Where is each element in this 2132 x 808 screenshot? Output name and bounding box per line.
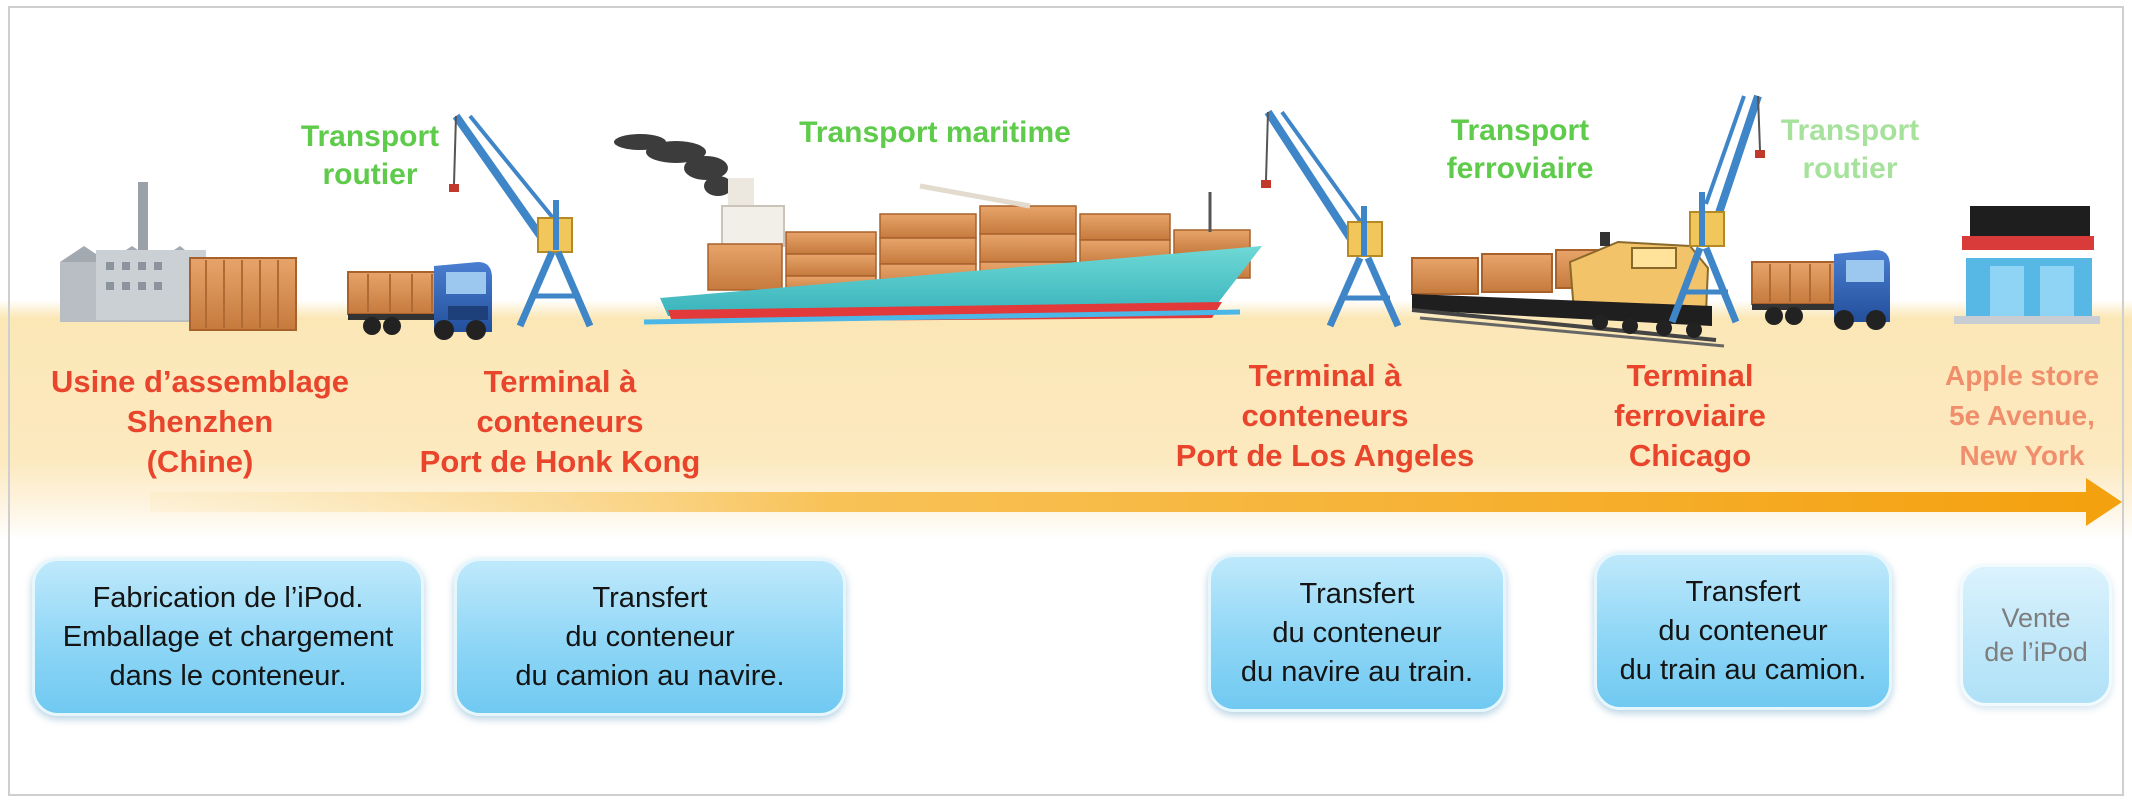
- step-box-truck-to-ship: Transfert du conteneur du camion au navi…: [454, 558, 846, 716]
- freight-train-icon: [1411, 232, 1725, 348]
- place-label-chicago: Terminal ferroviaire Chicago: [1614, 358, 1766, 473]
- factory-icon: [60, 182, 297, 331]
- step-box-fabrication: Fabrication de l’iPod. Emballage et char…: [32, 558, 424, 716]
- transport-label-rail: Transport ferroviaire: [1446, 114, 1594, 185]
- place-label-los-angeles: Terminal à conteneurs Port de Los Angele…: [1175, 358, 1475, 473]
- crane-icon: [1668, 94, 1765, 324]
- smoke-icon: [614, 134, 732, 196]
- place-label-new-york: Apple store 5e Avenue, New York: [1944, 360, 2100, 471]
- step-box-sale: Vente de l’iPod: [1960, 564, 2112, 706]
- crane-icon: [449, 113, 594, 328]
- transport-label-road-2: Transport routier: [1780, 114, 1920, 185]
- place-label-shenzhen: Usine d’assemblage Shenzhen (Chine): [50, 364, 350, 479]
- truck-icon: [1751, 250, 1890, 330]
- transport-label-sea: Transport maritime: [799, 116, 1071, 149]
- crane-icon: [1261, 109, 1402, 328]
- timeline-arrow: [150, 478, 2122, 526]
- container-ship-icon: [643, 178, 1262, 325]
- transport-label-road-1: Transport routier: [300, 120, 440, 191]
- place-label-hong-kong: Terminal à conteneurs Port de Honk Kong: [419, 364, 701, 479]
- step-box-ship-to-train: Transfert du conteneur du navire au trai…: [1208, 554, 1506, 712]
- store-icon: [1954, 206, 2100, 324]
- truck-icon: [347, 262, 492, 340]
- step-box-train-to-truck: Transfert du conteneur du train au camio…: [1594, 552, 1892, 710]
